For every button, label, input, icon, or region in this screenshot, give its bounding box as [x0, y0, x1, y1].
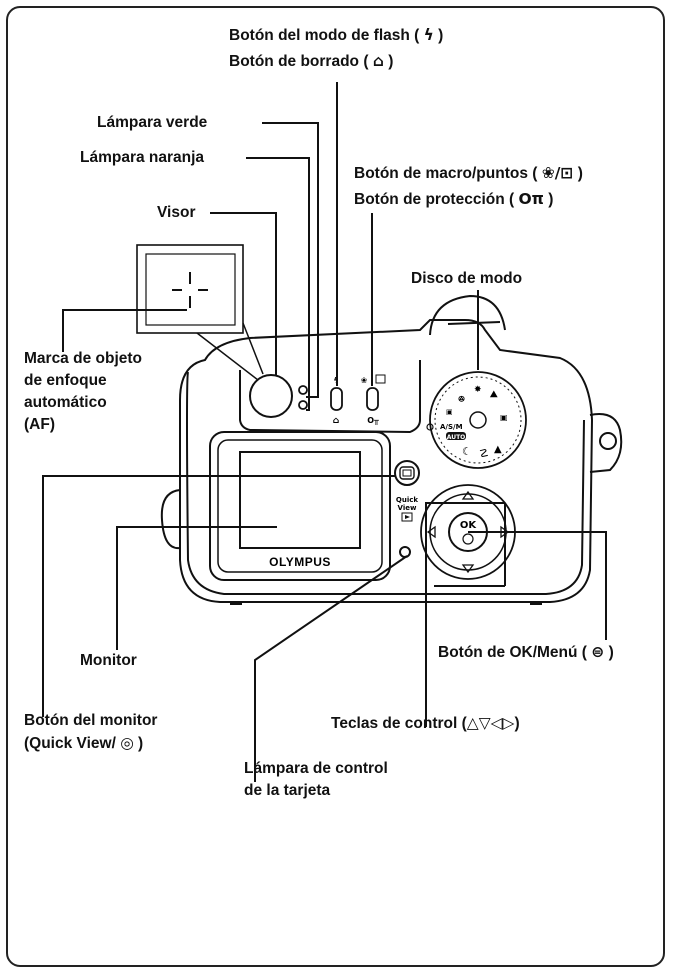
spot-small-icon [375, 374, 386, 384]
protect-small-icon: O╥ [367, 416, 379, 426]
label-af-line3: automático [24, 394, 107, 411]
play-icon [405, 515, 410, 519]
dial-icon-self: ☡ [479, 447, 489, 460]
leader-lines [42, 82, 607, 782]
label-orange-lamp: Lámpara naranja [80, 149, 205, 166]
label-ok-text: Botón de OK/Menú ( [438, 644, 587, 661]
page-frame [6, 6, 665, 967]
label-erase-close: ) [388, 53, 394, 70]
label-monitor: Monitor [80, 652, 137, 669]
label-af-line4: (AF) [24, 416, 55, 433]
label-erase-text: Botón de borrado ( [229, 53, 369, 70]
label-green-lamp: Lámpara verde [97, 114, 208, 131]
label-monitor-button-line2: (Quick View/ [24, 735, 116, 752]
erase-small-icon: ⌂ [333, 416, 340, 426]
dial-label-asm: A/S/M [440, 423, 463, 431]
quick-view-text-1: Quick [396, 496, 418, 504]
label-macro-text: Botón de macro/puntos ( [354, 165, 538, 182]
dial-label-auto: AUTO [447, 434, 466, 441]
dial-icon-sport: ▲ [494, 444, 502, 455]
label-monitor-button-line1: Botón del monitor [24, 712, 158, 729]
quick-view-text-2: View [398, 504, 417, 512]
label-monitor-button: Botón del monitor (Quick View/ ◎ ) [24, 710, 224, 755]
down-arrow-icon[interactable] [461, 564, 475, 574]
orange-lamp [298, 400, 308, 410]
monitor-icon: ◎ [120, 734, 134, 752]
label-card-lamp-line1: Lámpara de control [244, 760, 388, 777]
label-viewfinder: Visor [157, 204, 196, 221]
label-af-line2: de enfoque [24, 372, 107, 389]
ok-menu-icon: ⊜ [591, 643, 605, 661]
label-protect-button: Botón de protección ( Oπ ) [354, 188, 553, 211]
label-ok-close: ) [608, 644, 614, 661]
label-af-line1: Marca de objeto [24, 350, 142, 367]
dial-icon-landscape: ⛰ [489, 390, 498, 400]
dial-icon-night: ☾ [462, 445, 472, 458]
af-viewfinder-inset [136, 244, 264, 381]
viewfinder-window [249, 374, 293, 418]
flash-erase-button[interactable] [330, 387, 343, 411]
label-macro-button: Botón de macro/puntos ( ❀/⊡ ) [354, 162, 583, 185]
label-ok-menu-button: Botón de OK/Menú ( ⊜ ) [438, 641, 614, 664]
macro-protect-button[interactable] [366, 387, 379, 411]
card-lamp [399, 546, 411, 558]
label-mode-dial: Disco de modo [411, 270, 523, 287]
dial-icon-scene: ꔮ [458, 394, 465, 405]
label-flash-mode-button: Botón del modo de flash ( ϟ ) [229, 24, 443, 47]
label-card-lamp: Lámpara de control de la tarjeta [244, 758, 444, 802]
monitor-button[interactable] [394, 460, 420, 486]
ok-text: OK [460, 520, 478, 531]
dial-icon-movie: ▣ [500, 413, 508, 422]
label-flash-close: ) [438, 27, 444, 44]
label-protect-text: Botón de protección ( [354, 191, 515, 208]
label-erase-button: Botón de borrado ( ⌂ ) [229, 50, 393, 73]
protect-icon: Oπ [518, 190, 544, 208]
erase-icon: ⌂ [372, 52, 384, 70]
label-protect-close: ) [548, 191, 554, 208]
dial-icon-sm: ▣ [446, 408, 453, 416]
green-lamp [298, 385, 308, 395]
dial-icon-portrait: ✸ [474, 385, 482, 395]
flash-icon: ϟ [423, 26, 434, 44]
monitor-frame [209, 431, 391, 581]
label-monitor-button-close: ) [138, 735, 144, 752]
macro-small-icon: ❀ [361, 376, 368, 385]
label-control-keys: Teclas de control (△▽◁▷) [331, 715, 520, 732]
label-macro-close: ) [577, 165, 583, 182]
label-card-lamp-line2: de la tarjeta [244, 782, 331, 799]
mode-dial[interactable]: ꔮ ✸ ⛰ ▣ ▣ A/S/M AUTO ☾ ☡ ▲ [426, 371, 527, 469]
label-af-mark: Marca de objeto de enfoque automático (A… [24, 348, 194, 436]
label-monitor-button-line2-wrap: (Quick View/ ◎ ) [24, 732, 224, 755]
camera-body [160, 294, 623, 603]
macro-icon: ❀/⊡ [541, 164, 574, 182]
left-arrow-icon[interactable] [426, 525, 436, 539]
brand-logo-text: OLYMPUS [269, 555, 331, 569]
up-arrow-icon[interactable] [461, 490, 475, 500]
label-flash-text: Botón del modo de flash ( [229, 27, 420, 44]
